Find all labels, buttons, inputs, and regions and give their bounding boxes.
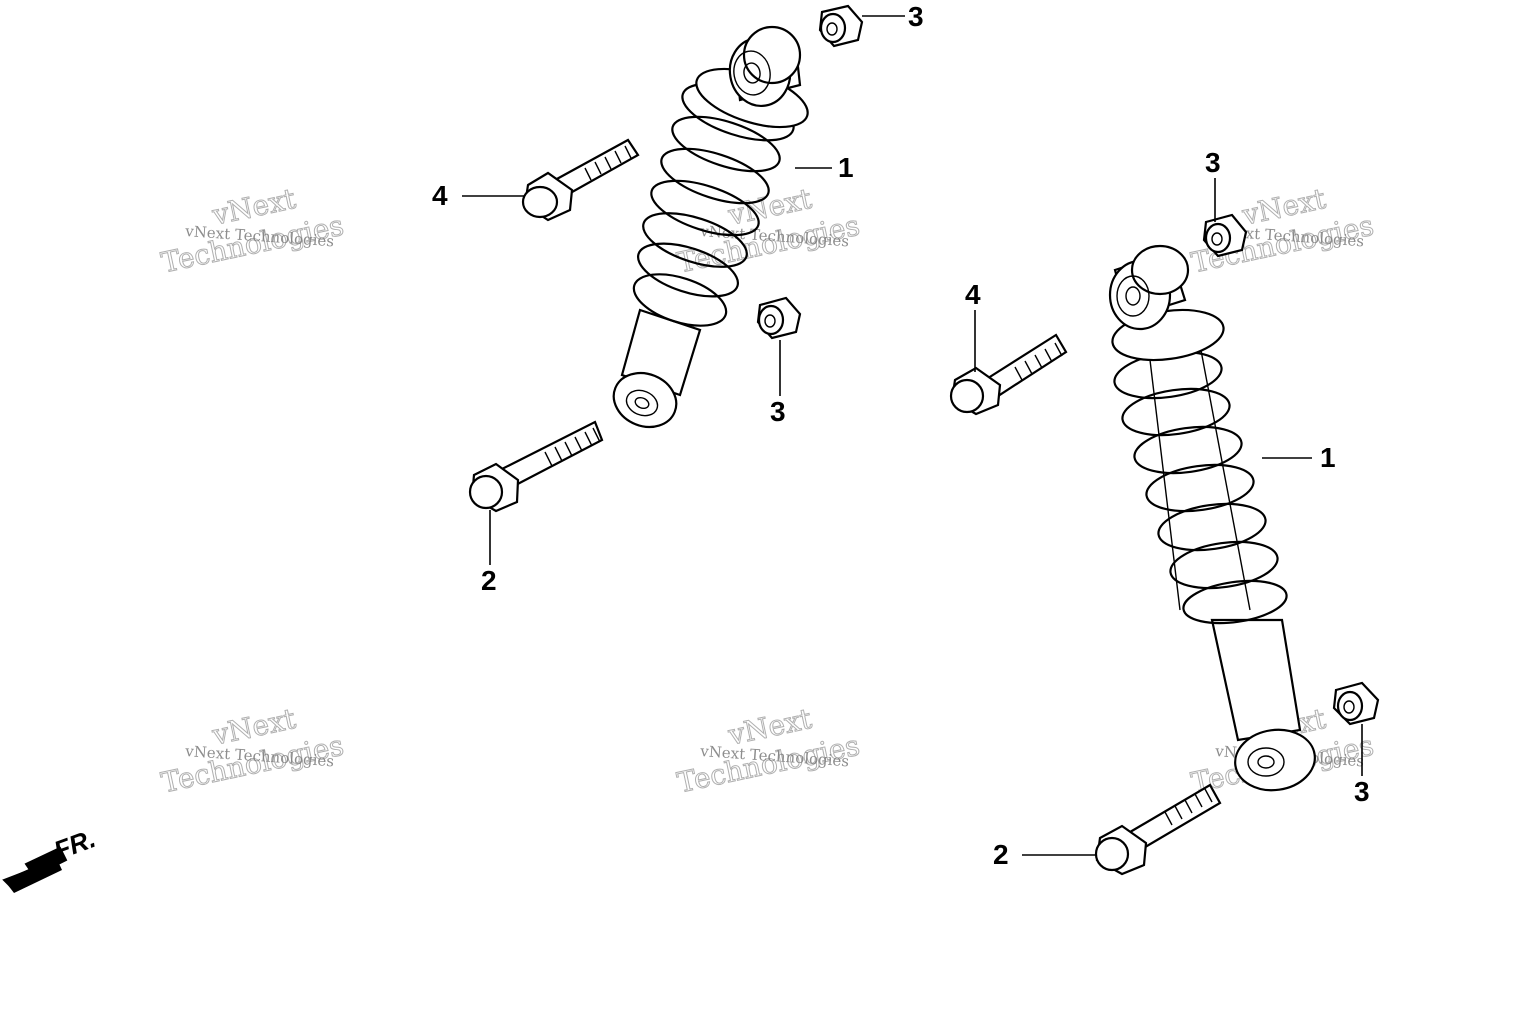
callout-4-right: 4 bbox=[965, 279, 981, 310]
left-upper-bolt bbox=[521, 138, 640, 222]
callouts: 1 3 4 3 2 3 4 1 3 2 bbox=[432, 1, 1370, 870]
leader-lines bbox=[462, 15, 1363, 856]
callout-3-right-bottom: 3 bbox=[1354, 776, 1370, 807]
left-middle-nut bbox=[756, 296, 802, 340]
left-shock-absorber bbox=[612, 25, 809, 429]
left-top-nut bbox=[818, 4, 864, 48]
front-direction-arrow: FR. bbox=[2, 823, 100, 893]
callout-3-left-mid: 3 bbox=[770, 396, 786, 427]
callout-4-left: 4 bbox=[432, 180, 448, 211]
callout-2-left: 2 bbox=[481, 565, 497, 596]
right-upper-bolt bbox=[949, 333, 1068, 416]
right-shock-absorber bbox=[1108, 244, 1316, 792]
callout-1-left: 1 bbox=[838, 152, 854, 183]
right-bottom-nut bbox=[1332, 681, 1380, 726]
callout-1-right: 1 bbox=[1320, 442, 1336, 473]
right-top-nut bbox=[1202, 213, 1248, 258]
left-lower-bolt bbox=[468, 420, 604, 513]
callout-3-left-top: 3 bbox=[908, 1, 924, 32]
callout-2-right: 2 bbox=[993, 839, 1009, 870]
front-label: FR. bbox=[50, 823, 100, 866]
callout-3-right-top: 3 bbox=[1205, 147, 1221, 178]
right-lower-bolt bbox=[1094, 783, 1222, 876]
